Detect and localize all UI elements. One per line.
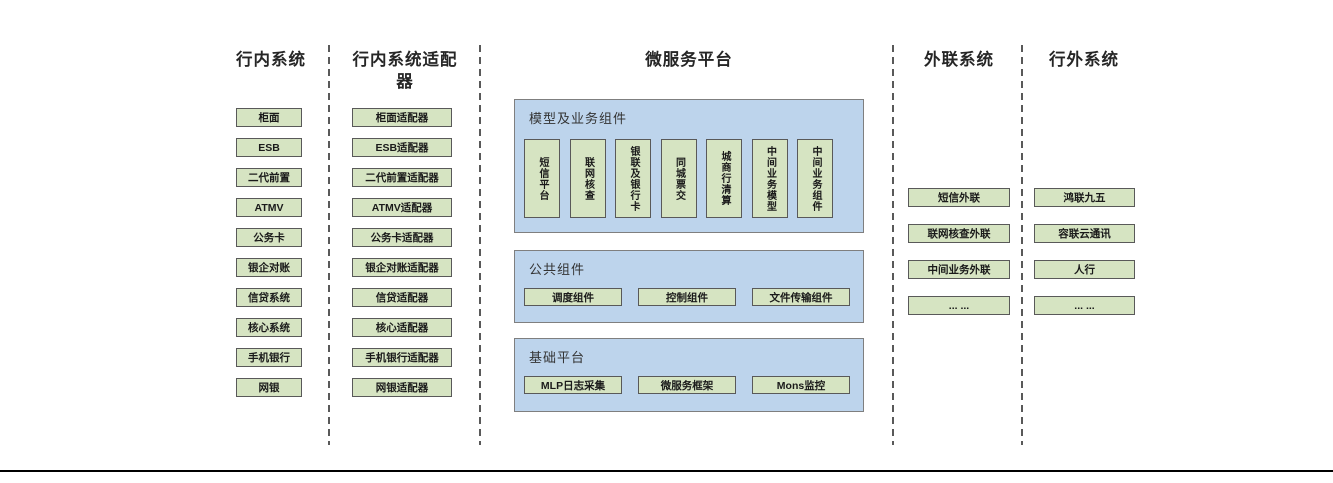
column-header-internal-systems: 行内系统 [236,51,306,69]
system-box: 网银适配器 [352,378,452,397]
column-header-internal-adapters: 行内系统适配器 [352,51,458,91]
system-box: 公务卡适配器 [352,228,452,247]
component-box: 同城票交 [660,139,697,218]
component-box: 短信平台 [524,139,560,218]
bottom-rule-line [0,470,1333,472]
component-box: 中间业务模型 [751,139,788,218]
system-box: 信贷适配器 [352,288,452,307]
system-box: 人行 [1034,260,1135,279]
panel-items-row: 短信平台联网核查银联及银行卡同城票交城商行清算中间业务模型中间业务组件 [524,139,833,218]
panel-model-business-components: 模型及业务组件 短信平台联网核查银联及银行卡同城票交城商行清算中间业务模型中间业… [514,99,864,233]
component-box: 控制组件 [638,288,736,306]
component-box: 微服务框架 [638,376,736,394]
system-box: 容联云通讯 [1034,224,1135,243]
system-box: ... ... [1034,296,1135,315]
column-divider-dashed [328,45,330,445]
panel-title: 基础平台 [529,350,586,365]
system-box: 网银 [236,378,302,397]
panel-common-components: 公共组件 调度组件控制组件文件传输组件 [514,250,864,323]
system-box: 二代前置 [236,168,302,187]
system-box: 柜面 [236,108,302,127]
system-box: 核心系统 [236,318,302,337]
column-header-outside-systems: 行外系统 [1049,51,1119,69]
panel-items-row: MLP日志采集微服务框架 Mons监控 [524,376,850,394]
system-box: ESB适配器 [352,138,452,157]
component-box: 中间业务组件 [797,139,833,218]
system-box: 中间业务外联 [908,260,1010,279]
system-box: 短信外联 [908,188,1010,207]
system-box: 核心适配器 [352,318,452,337]
system-box: 手机银行 [236,348,302,367]
component-box: 银联及银行卡 [615,139,651,218]
system-box: 联网核查外联 [908,224,1010,243]
system-box: ... ... [908,296,1010,315]
system-box: 公务卡 [236,228,302,247]
component-box: 城商行清算 [706,139,742,218]
column-divider-dashed [479,45,481,445]
column-divider-dashed [892,45,894,445]
component-box: 文件传输组件 [752,288,850,306]
panel-title: 公共组件 [529,262,586,277]
system-box: 二代前置适配器 [352,168,452,187]
column-divider-dashed [1021,45,1023,445]
component-box: Mons监控 [752,376,850,394]
system-box: ESB [236,138,302,157]
system-box: ATMV [236,198,302,217]
component-box: 调度组件 [524,288,622,306]
panel-title: 模型及业务组件 [529,111,628,126]
component-box: 联网核查 [569,139,606,218]
system-box: 手机银行适配器 [352,348,452,367]
column-header-microservice-platform: 微服务平台 [645,51,733,69]
system-box: ATMV适配器 [352,198,452,217]
system-box: 信贷系统 [236,288,302,307]
system-box: 银企对账适配器 [352,258,452,277]
system-box: 鸿联九五 [1034,188,1135,207]
component-box: MLP日志采集 [524,376,622,394]
system-box: 柜面适配器 [352,108,452,127]
panel-base-platform: 基础平台 MLP日志采集微服务框架 Mons监控 [514,338,864,412]
panel-items-row: 调度组件控制组件文件传输组件 [524,288,850,306]
system-box: 银企对账 [236,258,302,277]
column-header-external-link-systems: 外联系统 [924,51,994,69]
